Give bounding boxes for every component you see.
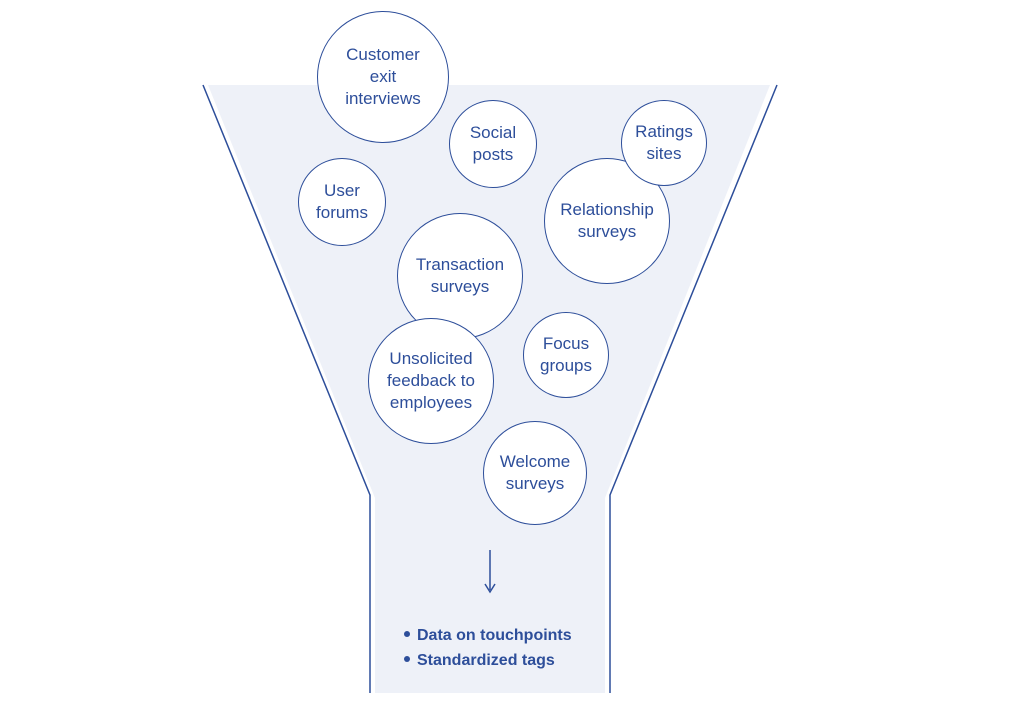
bubble-label: Transaction surveys (415, 255, 505, 296)
funnel-right-edge (609, 84, 778, 693)
bubble-focus-groups: Focus groups (523, 312, 609, 398)
bubble-ratings-sites: Ratings sites (621, 100, 707, 186)
bubble-transaction-surveys: Transaction surveys (397, 213, 523, 339)
bubble-user-forums: User forums (298, 158, 386, 246)
output-item-label: Data on touchpoints (417, 627, 572, 644)
bubble-label: User forums (316, 181, 368, 222)
output-item: Standardized tags (404, 648, 572, 673)
output-item: Data on touchpoints (404, 623, 572, 648)
output-item-label: Standardized tags (417, 652, 555, 669)
bubble-welcome-surveys: Welcome surveys (483, 421, 587, 525)
bullet-icon (404, 656, 410, 662)
bubble-relationship-surveys: Relationship surveys (544, 158, 670, 284)
bubble-customer-exit-interviews: Customer exit interviews (317, 11, 449, 143)
bullet-icon (404, 631, 410, 637)
bubble-label: Focus groups (540, 334, 592, 375)
bubble-label: Welcome surveys (499, 452, 571, 493)
bubble-label: Unsolicited feedback to employees (387, 349, 475, 412)
output-list: Data on touchpoints Standardized tags (404, 623, 572, 673)
bubble-label: Ratings sites (635, 122, 693, 163)
arrow-down-icon (484, 550, 496, 594)
funnel-left-edge (202, 84, 371, 693)
bubble-unsolicited-feedback: Unsolicited feedback to employees (368, 318, 494, 444)
bubble-social-posts: Social posts (449, 100, 537, 188)
bubble-label: Customer exit interviews (345, 45, 421, 108)
bubble-label: Social posts (469, 123, 517, 164)
bubble-label: Relationship surveys (560, 200, 654, 241)
